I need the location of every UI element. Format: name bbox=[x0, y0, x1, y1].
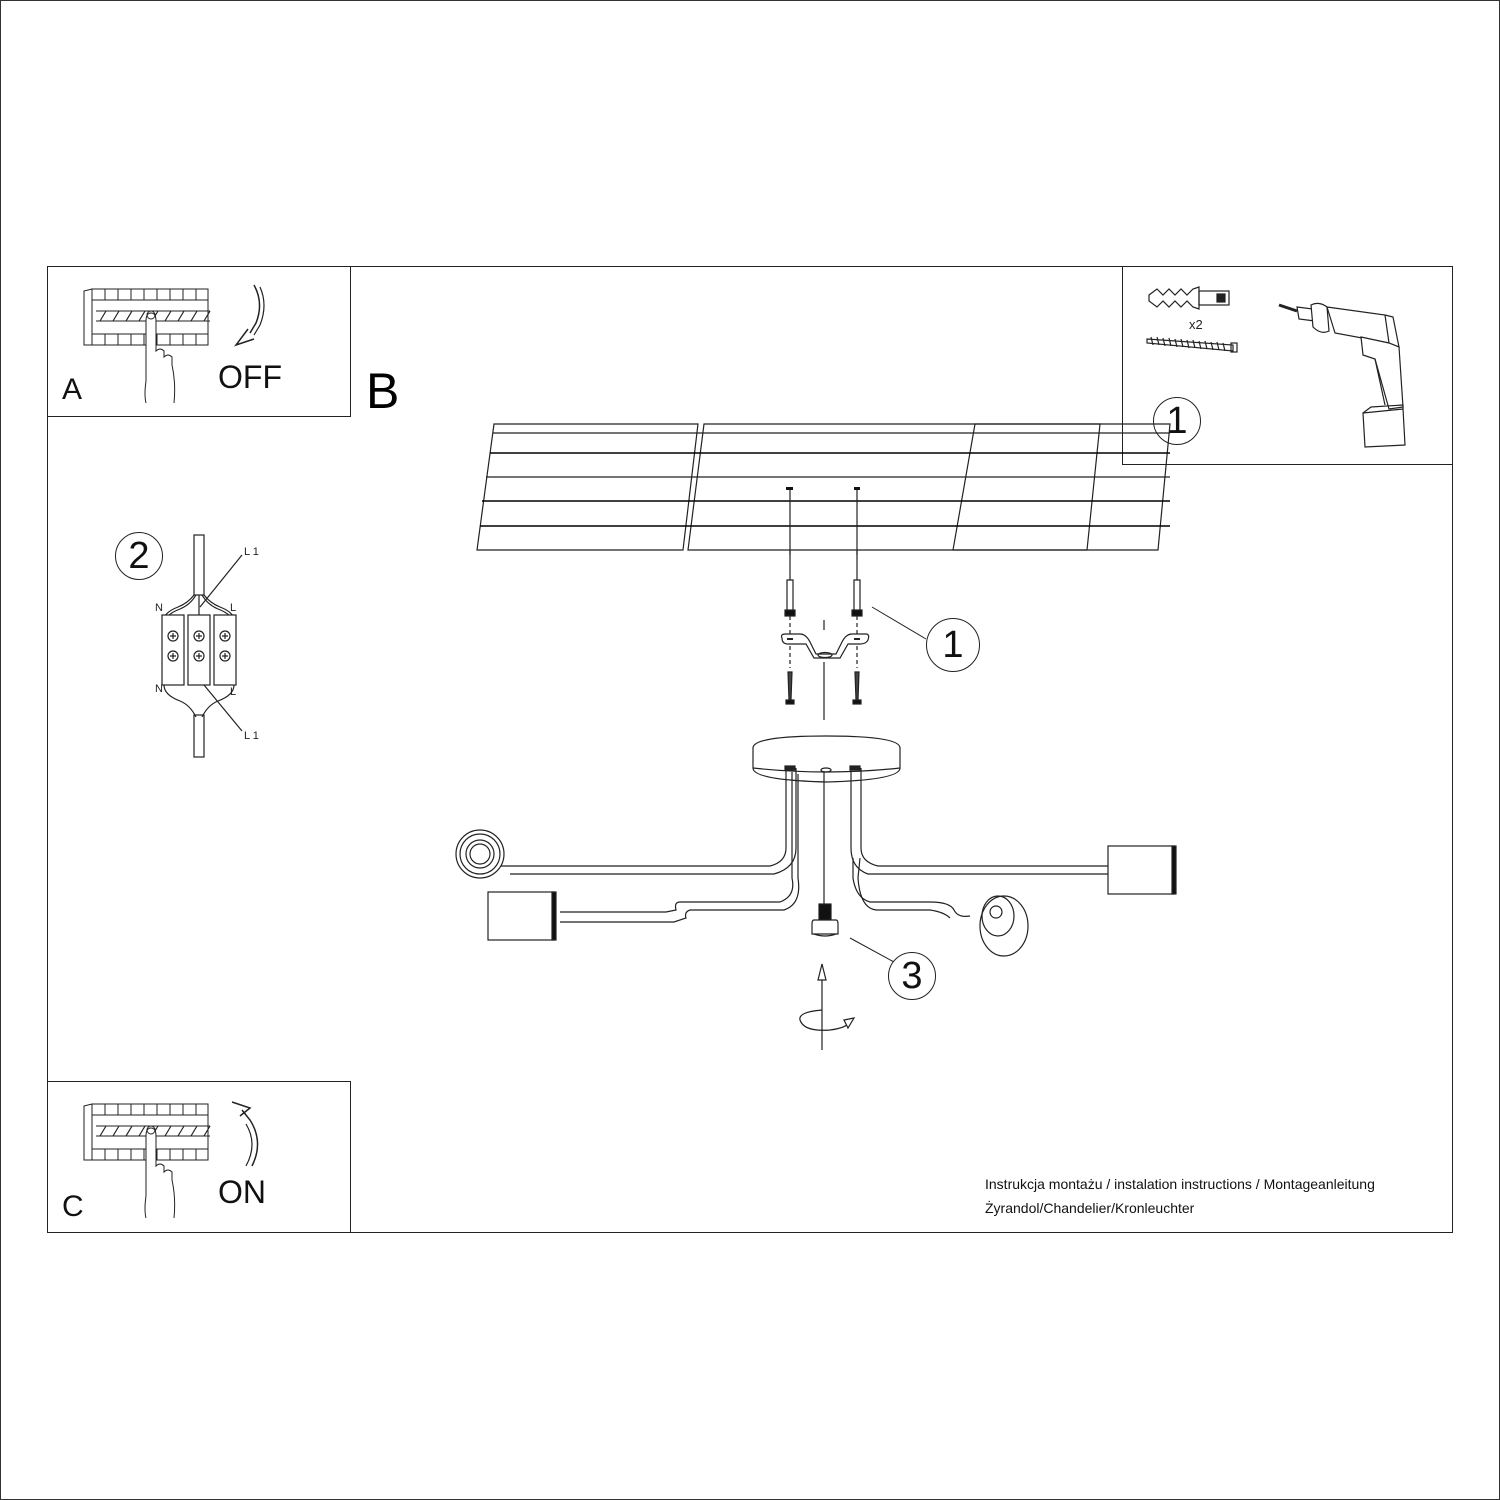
quantity-label: x2 bbox=[1189, 317, 1203, 332]
arrow-down-curved-icon bbox=[233, 284, 265, 347]
screw-icon bbox=[1146, 336, 1238, 353]
panel-a-letter: A bbox=[62, 373, 83, 406]
breaker-panel-hand-icon bbox=[83, 1103, 211, 1219]
callout-leader-screw-cap bbox=[849, 937, 895, 963]
ceiling-boards-illustration bbox=[476, 423, 1171, 555]
drill-icon bbox=[1278, 302, 1406, 448]
chandelier-illustration bbox=[455, 735, 1177, 957]
wire-label-n-top: N bbox=[155, 602, 163, 614]
caption-line-2: Żyrandol/Chandelier/Kronleuchter bbox=[985, 1200, 1195, 1216]
panel-c: C ON bbox=[47, 1081, 351, 1233]
panel-a-state-off: OFF bbox=[218, 359, 282, 395]
instruction-frame bbox=[47, 266, 1453, 1233]
panel-b-letter: B bbox=[366, 363, 400, 419]
screw-cap-callout-number: 3 bbox=[901, 955, 923, 997]
wire-label-l-top: L bbox=[230, 602, 237, 614]
callout-leader-bracket bbox=[871, 606, 927, 640]
mounting-bracket-and-screws bbox=[780, 550, 870, 720]
bracket-callout: 1 bbox=[926, 618, 980, 672]
panel-a: A OFF bbox=[47, 266, 351, 417]
wire-label-n-bottom: N bbox=[155, 683, 163, 695]
caption-line-1: Instrukcja montażu / instalation instruc… bbox=[985, 1176, 1375, 1192]
tools-step-callout: 1 bbox=[1153, 397, 1201, 445]
panel-tools: x2 1 bbox=[1122, 266, 1453, 465]
wire-label-l1-top: L 1 bbox=[244, 546, 259, 558]
panel-c-state-on: ON bbox=[218, 1174, 266, 1210]
wall-plug-icon bbox=[1148, 286, 1230, 310]
tools-step-number: 1 bbox=[1166, 400, 1188, 442]
arrow-up-curved-icon bbox=[231, 1101, 259, 1167]
panel-c-letter: C bbox=[62, 1190, 84, 1223]
wire-label-l-bottom: L bbox=[230, 686, 237, 698]
rotate-tighten-arrow-icon bbox=[799, 963, 856, 1050]
terminal-block-wiring-diagram bbox=[161, 534, 243, 758]
wiring-step-callout: 2 bbox=[115, 532, 163, 580]
bracket-callout-number: 1 bbox=[942, 624, 964, 666]
wire-label-l1-bottom: L 1 bbox=[244, 730, 259, 742]
wiring-step-number: 2 bbox=[128, 535, 150, 577]
screw-cap-callout: 3 bbox=[888, 952, 936, 1000]
breaker-panel-hand-icon bbox=[83, 288, 211, 404]
